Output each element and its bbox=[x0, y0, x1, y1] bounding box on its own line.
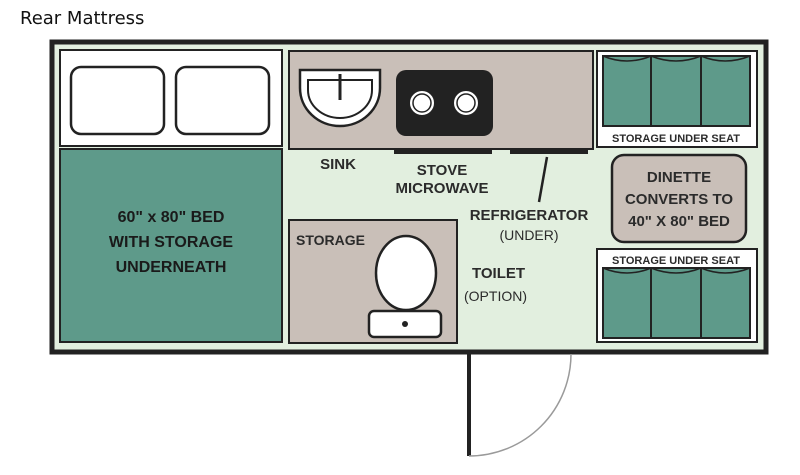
toilet-bowl bbox=[374, 234, 438, 312]
storage-label: STORAGE bbox=[296, 232, 365, 248]
stove-cooktop bbox=[396, 70, 493, 136]
bed-label-line1: 60" x 80" BED bbox=[118, 209, 225, 226]
door-swing-arc bbox=[468, 353, 572, 457]
seat-cushion-top-3 bbox=[700, 55, 751, 127]
stove-microwave-line bbox=[394, 148, 492, 154]
microwave-label: MICROWAVE bbox=[395, 180, 488, 197]
storage-under-seat-bottom-label: STORAGE UNDER SEAT bbox=[612, 255, 740, 267]
toilet-label: TOILET bbox=[472, 265, 525, 282]
toilet-note: (OPTION) bbox=[464, 288, 527, 304]
storage-under-seat-top-label: STORAGE UNDER SEAT bbox=[612, 133, 740, 145]
pillow-left bbox=[69, 65, 166, 136]
seat-cushion-bottom-3 bbox=[700, 267, 751, 339]
refrigerator-line bbox=[510, 148, 588, 154]
seat-cushion-top-1 bbox=[602, 55, 652, 127]
bed-label-line2: WITH STORAGE bbox=[109, 234, 233, 251]
floorplan-caption: Rear Mattress bbox=[20, 8, 145, 29]
dinette-label-line2: CONVERTS TO bbox=[625, 191, 733, 208]
sink-label: SINK bbox=[320, 156, 356, 173]
stove-label: STOVE bbox=[417, 162, 468, 179]
dinette-label-line1: DINETTE bbox=[647, 169, 711, 186]
dinette-table bbox=[610, 153, 748, 244]
bed-label-line3: UNDERNEATH bbox=[116, 259, 227, 276]
bed-mattress bbox=[59, 148, 283, 343]
refrigerator-leader-line bbox=[537, 156, 549, 203]
seat-cushion-bottom-2 bbox=[650, 267, 702, 339]
refrigerator-note: (UNDER) bbox=[499, 227, 558, 243]
dinette-label-line3: 40" X 80" BED bbox=[628, 213, 730, 230]
seat-cushion-bottom-1 bbox=[602, 267, 652, 339]
refrigerator-label: REFRIGERATOR bbox=[470, 207, 589, 224]
seat-cushion-top-2 bbox=[650, 55, 702, 127]
pillow-right bbox=[174, 65, 271, 136]
